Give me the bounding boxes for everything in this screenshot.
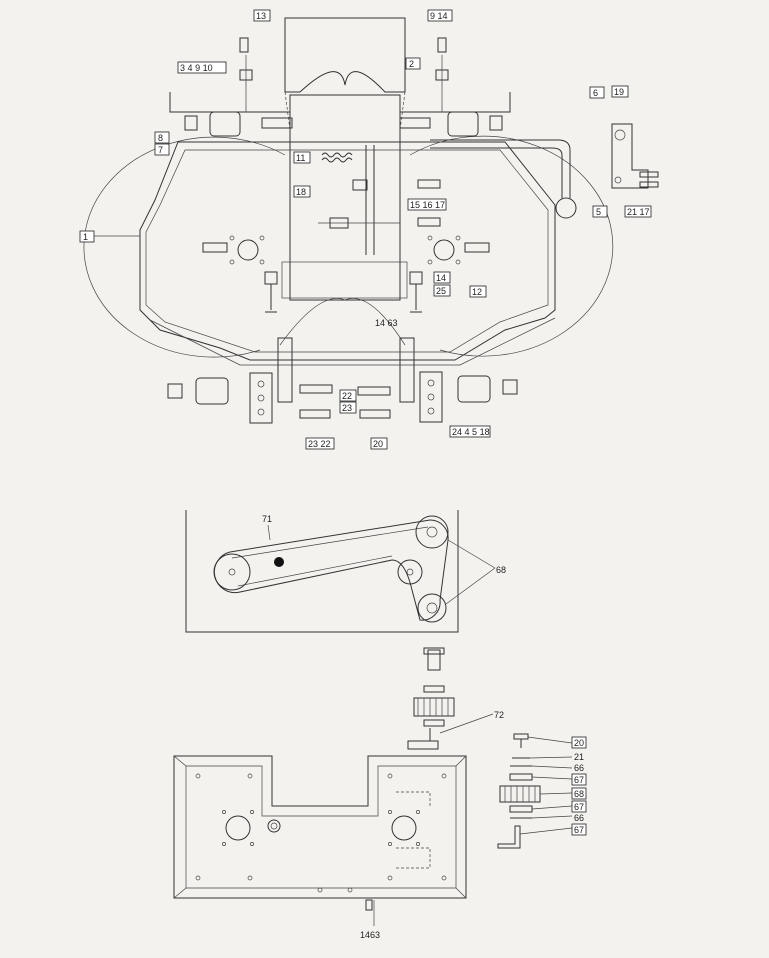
stack-label-5: 68	[574, 789, 584, 799]
callout-21-17: 21 17	[627, 207, 650, 217]
callout-15-16-17: 15 16 17	[410, 200, 445, 210]
base-plate	[173, 755, 467, 899]
stack-label-2: 21	[574, 752, 584, 762]
stack-label-8: 67	[574, 825, 584, 835]
callout-22: 22	[342, 391, 352, 401]
spindle-left	[229, 235, 265, 265]
callout-13: 13	[256, 11, 266, 21]
callout-23-22: 23 22	[308, 439, 331, 449]
base-holes	[195, 773, 447, 893]
belt-marker	[274, 557, 284, 567]
callout-3-4-910: 3 4 9 10	[180, 63, 213, 73]
callout-7: 7	[158, 145, 163, 155]
callout-71: 71	[262, 514, 272, 524]
pulley-top-right	[415, 515, 449, 549]
callout-18: 18	[296, 187, 306, 197]
callout-14: 14	[436, 273, 446, 283]
callout-20: 20	[373, 439, 383, 449]
callout-72: 72	[494, 710, 504, 720]
callout-9-14: 9 14	[430, 11, 448, 21]
pulley-bottom-right	[417, 593, 447, 623]
stack-label-4: 67	[574, 775, 584, 785]
side-stack: 20 21 66 67 68 67 66 67	[497, 733, 587, 849]
pulley-left	[213, 553, 251, 591]
callout-5: 5	[596, 207, 601, 217]
callout-6: 6	[593, 88, 598, 98]
callout-14-63: 14 63	[375, 318, 398, 328]
stack-label-6: 67	[574, 802, 584, 812]
callout-1463: 1463	[360, 930, 380, 940]
callout-19: 19	[614, 87, 624, 97]
callout-24-45-18: 24 4 5 18	[452, 427, 490, 437]
top-callouts: 13 9 14 3 4 9 10 2 6 19 8 7 11 5 21 17 1…	[79, 9, 652, 450]
deck-outline	[139, 141, 556, 361]
callout-23: 23	[342, 403, 352, 413]
spindle-right	[427, 235, 461, 265]
stack-label-1: 20	[574, 738, 584, 748]
callout-11: 11	[296, 153, 305, 163]
stack-leaders	[519, 736, 573, 835]
callout-2: 2	[409, 59, 414, 69]
gear	[413, 697, 455, 717]
callout-12: 12	[472, 287, 482, 297]
top-assembly	[83, 17, 659, 424]
callout-25: 25	[436, 286, 446, 296]
discharge-chute	[284, 17, 406, 93]
belt-diagram: 71 68	[185, 510, 506, 633]
stack-label-7: 66	[574, 813, 584, 823]
stack-label-3: 66	[574, 763, 584, 773]
bottom-assembly: 72 1463	[173, 647, 587, 940]
callout-8: 8	[158, 133, 163, 143]
callout-68: 68	[496, 565, 506, 575]
callout-1: 1	[83, 232, 88, 242]
idler-pulley	[397, 559, 423, 585]
